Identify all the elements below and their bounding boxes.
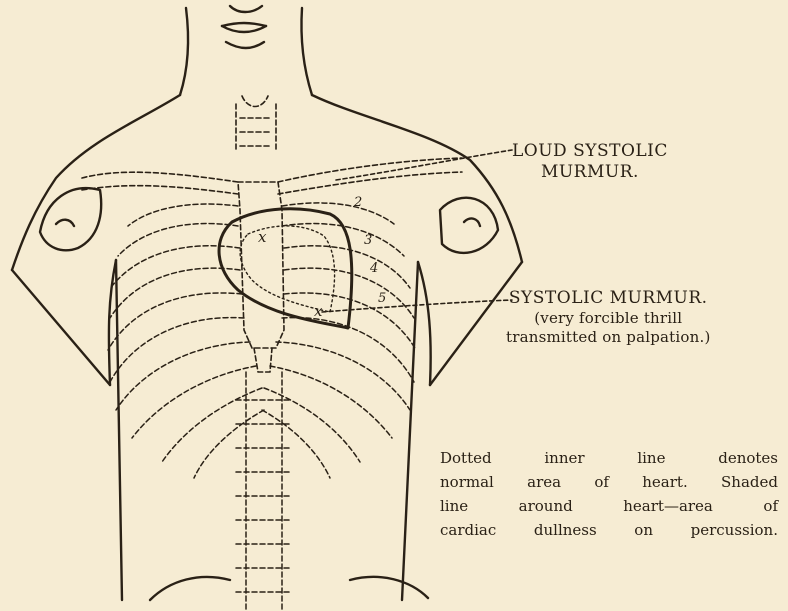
systolic-murmur-note-2: transmitted on palpation.) <box>506 328 711 347</box>
rib-number-5: 5 <box>378 291 386 306</box>
systolic-murmur-note-1: (very forcible thrill <box>506 309 711 328</box>
loud-systolic-line-2: MURMUR. <box>512 162 668 183</box>
systolic-murmur-label: SYSTOLIC MURMUR. (very forcible thrill t… <box>506 288 711 347</box>
pointer-loud-systolic <box>336 150 512 180</box>
caption-line-1: Dotted inner line denotes <box>440 446 778 470</box>
caption-line-4: cardiac dullness on percussion. <box>440 518 778 542</box>
caption-line-2: normal area of heart. Shaded <box>440 470 778 494</box>
systolic-murmur-title: SYSTOLIC MURMUR. <box>506 288 711 309</box>
caption-line-3: line around heart—area of <box>440 494 778 518</box>
figure-caption: Dotted inner line denotes normal area of… <box>440 446 778 542</box>
clavicles <box>82 158 462 194</box>
rib-number-2: 2 <box>353 195 362 210</box>
mark-base: x <box>258 228 267 246</box>
ribs-right <box>262 203 416 478</box>
heart-dullness-outline <box>219 209 352 328</box>
mark-apex: x <box>314 302 323 320</box>
loud-systolic-murmur-label: LOUD SYSTOLIC MURMUR. <box>512 141 668 184</box>
rib-number-3: 3 <box>364 233 372 248</box>
spine <box>236 372 292 610</box>
trachea <box>236 96 276 150</box>
rib-number-4: 4 <box>369 261 378 276</box>
loud-systolic-line-1: LOUD SYSTOLIC <box>512 141 668 162</box>
